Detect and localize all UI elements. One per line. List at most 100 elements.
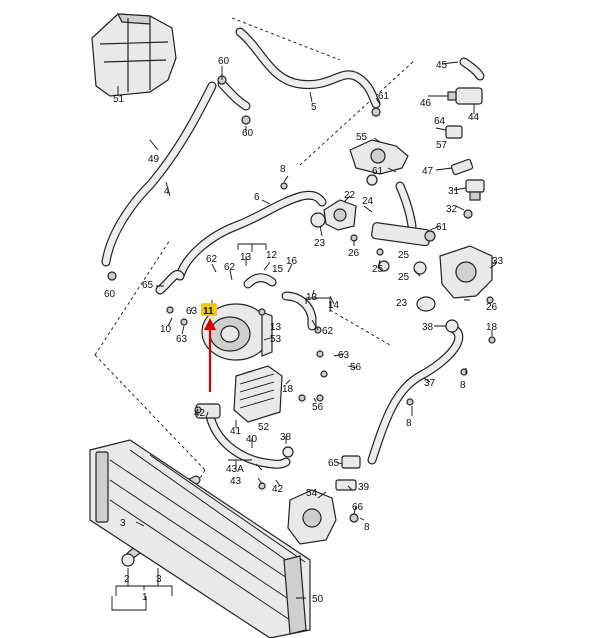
- label-4: 4: [164, 186, 170, 197]
- hose-65: [155, 270, 185, 295]
- label-13a: 13: [240, 252, 252, 263]
- label-13c: 13: [270, 322, 282, 333]
- label-63b: 63: [176, 334, 188, 345]
- label-26b: 26: [486, 302, 498, 313]
- label-18: 18: [486, 322, 498, 333]
- label-64: 64: [434, 116, 446, 127]
- hose-6: [175, 190, 327, 281]
- thermostat-54: [287, 489, 337, 545]
- label-44: 44: [468, 112, 480, 123]
- label-56b: 56: [312, 402, 324, 413]
- connector-65-lower: [335, 455, 361, 491]
- label-25b: 25: [398, 272, 410, 283]
- label-60a: 60: [218, 56, 230, 67]
- label-8c: 8: [406, 418, 412, 429]
- label-61b: 61: [372, 166, 384, 177]
- hose-5: [235, 27, 381, 109]
- part-labels: 51 60 60 60 5 61 45 46 44 49 4 55 64 61 …: [104, 56, 504, 605]
- bracket-13: [237, 243, 267, 252]
- label-60c: 60: [104, 289, 116, 300]
- label-49: 49: [148, 154, 160, 165]
- highlight-box-11: [201, 303, 217, 316]
- label-3a: 3: [120, 518, 126, 529]
- label-42a: 42: [194, 408, 206, 419]
- pipe-24: [371, 222, 431, 247]
- label-24a: 24: [362, 196, 374, 207]
- tube-13: [281, 291, 317, 331]
- label-26a: 26: [348, 248, 360, 259]
- label-54: 54: [306, 488, 318, 499]
- flange-22: [323, 199, 357, 231]
- label-18b: 18: [282, 384, 294, 395]
- label-66: 66: [352, 502, 364, 513]
- hose-37: [367, 323, 464, 465]
- label-39: 39: [358, 482, 370, 493]
- label-8d: 8: [364, 522, 370, 533]
- radiator-50: [89, 439, 311, 638]
- label-10: 10: [160, 324, 172, 335]
- label-47: 47: [422, 166, 434, 177]
- label-1: 1: [142, 592, 148, 603]
- label-62a: 62: [206, 254, 218, 265]
- label-42b: 42: [272, 484, 284, 495]
- sensor-31: [465, 179, 485, 201]
- hose-57: [395, 181, 417, 231]
- label-13b: 13: [306, 292, 318, 303]
- label-55: 55: [356, 132, 368, 143]
- label-41: 41: [230, 426, 242, 437]
- label-60b: 60: [242, 128, 254, 139]
- label-56a: 56: [350, 362, 362, 373]
- label-65b: 65: [328, 458, 340, 469]
- thermostat-housing: [349, 139, 409, 175]
- label-63c: 63: [338, 350, 350, 361]
- label-51: 51: [113, 94, 125, 105]
- label-46: 46: [420, 98, 432, 109]
- label-16: 16: [286, 256, 298, 267]
- label-45: 45: [436, 60, 448, 71]
- label-8b: 8: [460, 380, 466, 391]
- bracket-14: [305, 297, 331, 312]
- expansion-tank: [91, 13, 177, 97]
- label-50: 50: [312, 594, 324, 605]
- label-38b: 38: [280, 432, 292, 443]
- bracket-1: [111, 568, 173, 611]
- label-6: 6: [254, 192, 260, 203]
- pipe-15: [243, 273, 277, 289]
- label-53: 53: [270, 334, 282, 345]
- label-57: 57: [436, 140, 448, 151]
- label-43: 43: [230, 476, 242, 487]
- label-32: 32: [446, 204, 458, 215]
- label-38a: 38: [422, 322, 434, 333]
- pump-housing-33: [439, 245, 493, 299]
- label-25a: 25: [398, 250, 410, 261]
- label-25c: 25: [372, 264, 384, 275]
- label-31: 31: [448, 186, 460, 197]
- label-2: 2: [124, 574, 130, 585]
- connector-64: [445, 125, 463, 139]
- hose-40: [205, 411, 291, 469]
- hose-45: [459, 57, 485, 81]
- label-52: 52: [258, 422, 270, 433]
- hose-60: [217, 79, 251, 111]
- valve-44: [447, 87, 483, 105]
- label-8a: 8: [280, 164, 286, 175]
- label-62c: 62: [322, 326, 334, 337]
- highlight-arrow: [204, 318, 216, 392]
- label-40: 40: [246, 434, 258, 445]
- label-37: 37: [424, 378, 436, 389]
- leader-lines: [117, 61, 497, 599]
- label-23a: 23: [314, 238, 326, 249]
- oil-cooler-52: [233, 365, 283, 423]
- label-15: 15: [272, 264, 284, 275]
- hose-4: [101, 81, 217, 267]
- label-3b: 3: [156, 574, 162, 585]
- label-22: 22: [344, 190, 356, 201]
- label-33: 33: [492, 256, 504, 267]
- label-5: 5: [311, 102, 317, 113]
- label-63a: 63: [186, 306, 198, 317]
- label-61c: 61: [436, 222, 448, 233]
- label-11: 11: [203, 306, 214, 317]
- label-14: 14: [328, 300, 340, 311]
- label-12: 12: [266, 250, 278, 261]
